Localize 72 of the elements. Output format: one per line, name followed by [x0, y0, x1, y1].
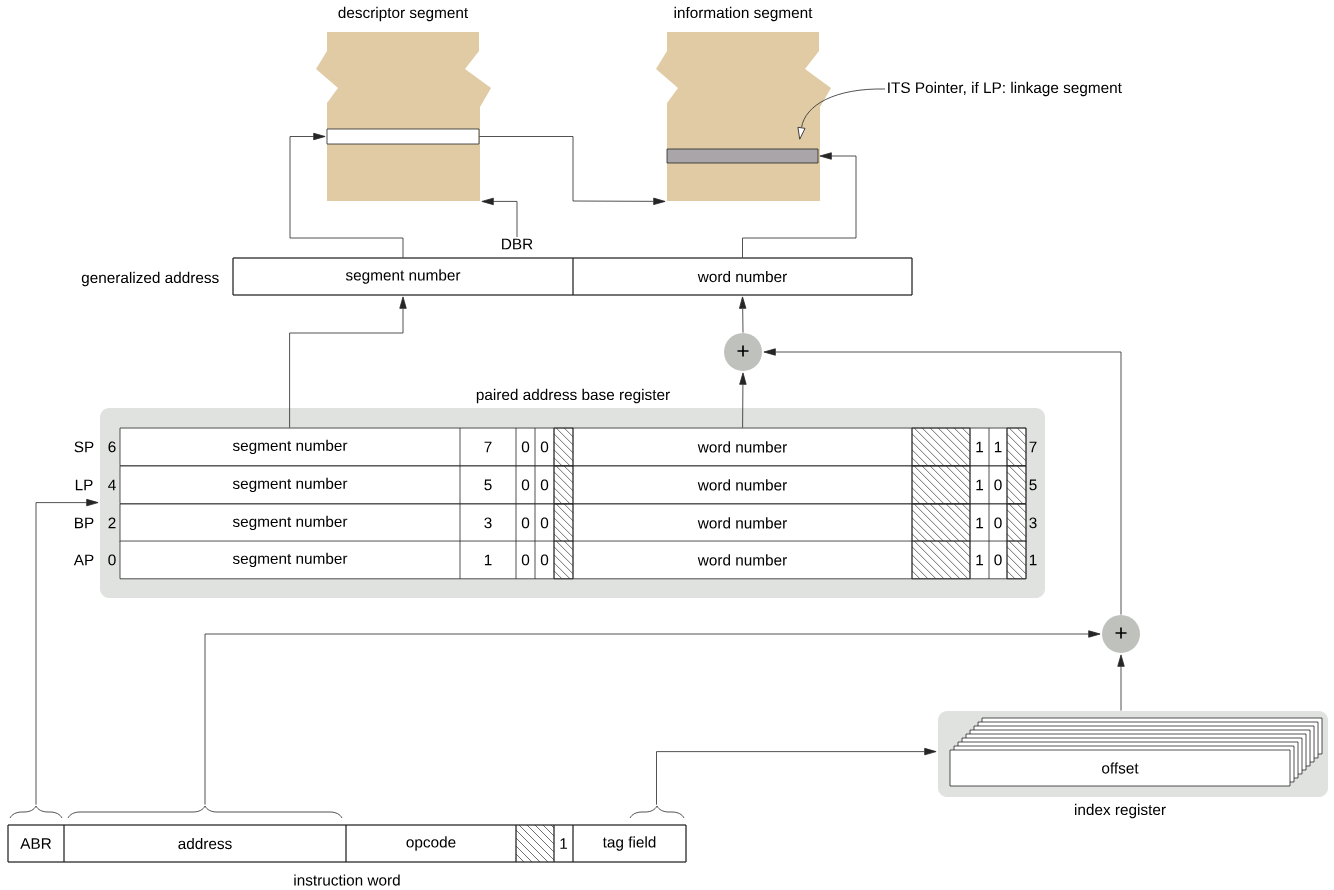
- arrow: [742, 152, 857, 258]
- register-title: index register: [1075, 803, 1166, 819]
- field-value: 0: [540, 479, 549, 491]
- arrow: [739, 372, 747, 429]
- arrow: [1117, 654, 1125, 711]
- field-value: 1: [976, 517, 984, 529]
- register-stack: offset: [949, 717, 1323, 787]
- arrow: [204, 630, 1101, 805]
- register-label: BP: [75, 517, 94, 529]
- field-value: 0: [540, 441, 549, 453]
- callout-text: ITS Pointer, if LP: linkage segment: [888, 81, 1122, 97]
- field-value: segment number: [232, 477, 348, 493]
- field-value: 1: [484, 554, 492, 566]
- field-value: 0: [521, 479, 530, 491]
- field-value: 1: [976, 441, 984, 453]
- register-label: 4: [108, 479, 116, 491]
- register-title: instruction word: [294, 874, 400, 886]
- register-label: 6: [108, 441, 116, 453]
- arrow: [35, 498, 99, 805]
- register-label: 2: [108, 517, 116, 529]
- arrow: [656, 747, 937, 805]
- field-value: 0: [994, 517, 1002, 529]
- leader-line: [797, 88, 886, 140]
- register-label: SP: [74, 441, 94, 453]
- field-value: 1: [994, 441, 1002, 453]
- field-value: 5: [484, 479, 492, 491]
- field-value: 0: [521, 441, 530, 453]
- field-value: 0: [521, 554, 530, 566]
- arrow: [289, 296, 407, 429]
- field-value: word number: [697, 517, 787, 529]
- register-label: 0: [108, 554, 116, 566]
- field-value: 3: [484, 517, 492, 529]
- register-field: address: [63, 824, 347, 863]
- register-field: 1: [553, 824, 574, 863]
- field-value: 7: [484, 441, 492, 453]
- arrow: [479, 136, 666, 205]
- register-label: 7: [1029, 441, 1037, 453]
- field-value: segment number: [232, 515, 348, 531]
- arrow: [739, 296, 747, 333]
- node-label: offset: [1102, 762, 1139, 774]
- segment-title: information segment: [674, 6, 813, 22]
- register-label: LP: [75, 479, 93, 491]
- register-label: DBR: [502, 238, 533, 250]
- register-field: segment number: [232, 257, 574, 296]
- register-label: AP: [73, 554, 94, 566]
- field-value: segment number: [232, 439, 348, 455]
- field-value: 0: [540, 517, 549, 529]
- arrow: [763, 348, 1122, 615]
- register-field: tag field: [572, 824, 687, 863]
- register-label: 1: [1029, 554, 1037, 566]
- field-value: 1: [976, 479, 984, 491]
- register-field: ABR: [7, 824, 65, 863]
- register-field: word number: [572, 257, 913, 296]
- field-value: 1: [976, 554, 984, 566]
- register-field: opcode: [345, 824, 517, 863]
- segment-title: descriptor segment: [338, 6, 469, 22]
- register-label: 5: [1029, 479, 1037, 491]
- register-label: generalized address: [81, 271, 219, 287]
- field-value: word number: [697, 554, 787, 566]
- field-value: word number: [697, 479, 787, 491]
- field-value: 0: [994, 479, 1002, 491]
- field-value: segment number: [232, 552, 348, 568]
- segment-entry: [326, 128, 480, 145]
- field-value: 0: [994, 554, 1002, 566]
- arrow: [481, 197, 518, 238]
- segment-entry: [666, 148, 819, 164]
- register-title: paired address base register: [476, 388, 670, 404]
- register-label: 3: [1029, 517, 1037, 529]
- field-value: 0: [521, 517, 530, 529]
- arrow: [289, 132, 404, 258]
- field-value: 0: [540, 554, 549, 566]
- field-value: word number: [697, 441, 787, 453]
